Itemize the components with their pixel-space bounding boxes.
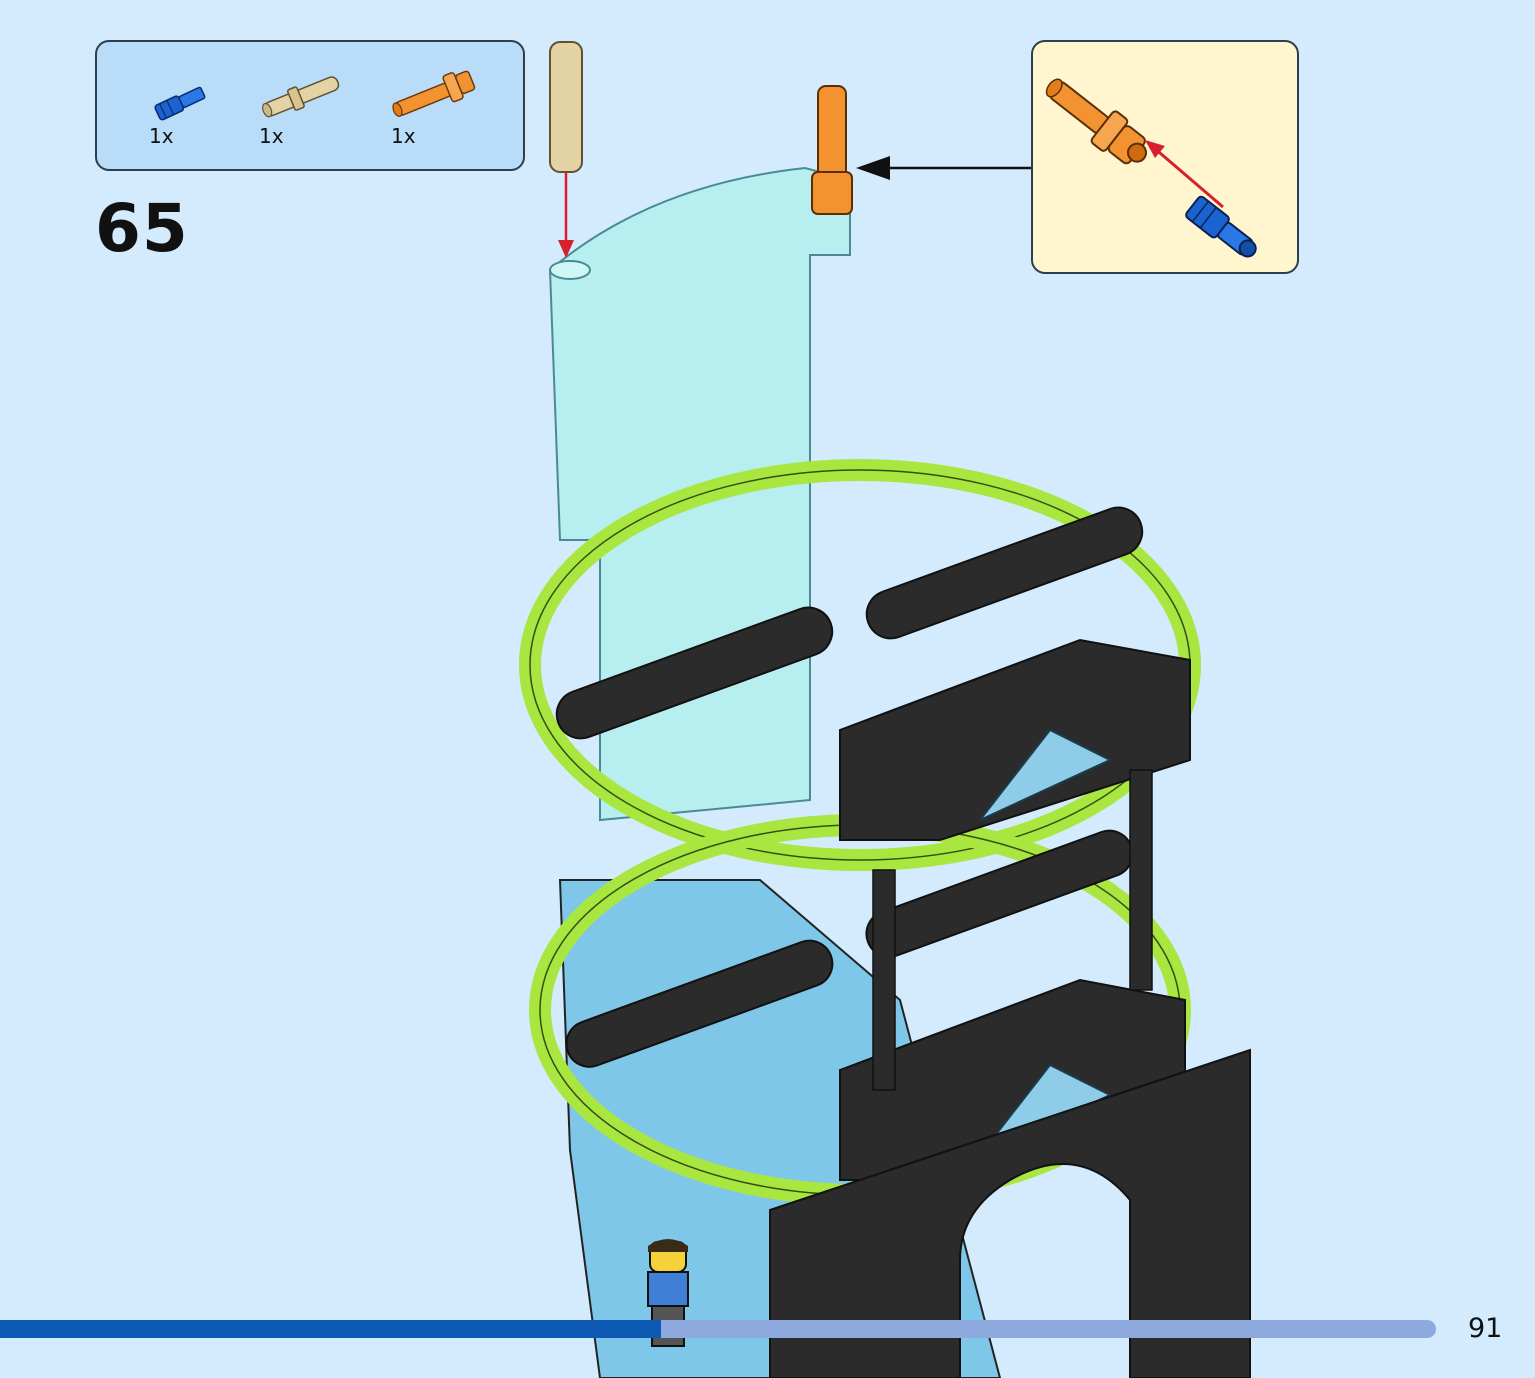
lower-blue-wedge	[979, 1063, 1113, 1156]
tan-pin-falling	[549, 41, 583, 173]
upper-black-beam-right	[865, 506, 1144, 640]
callout-pin-assembly-illustration	[1045, 78, 1257, 258]
orange-pin-with-bush-icon	[392, 70, 476, 117]
orange-pin-top	[817, 85, 847, 182]
page-progress-fill	[0, 1320, 661, 1338]
parts-list-box: 1x 1x 1x	[95, 40, 525, 171]
tan-long-pin-icon	[262, 76, 340, 118]
trans-blue-curved-panel	[548, 166, 851, 822]
panel-top-hole	[549, 260, 591, 280]
page-number: 91	[1468, 1313, 1503, 1344]
lower-black-beam-right	[865, 829, 1134, 958]
lower-black-brick	[839, 978, 1186, 1181]
part-qty-tan: 1x	[259, 124, 284, 148]
part-qty-blue: 1x	[149, 124, 174, 148]
part-qty-orange: 1x	[391, 124, 416, 148]
axle-right	[1129, 769, 1153, 991]
axle-left	[872, 869, 896, 1091]
upper-lime-ring	[519, 459, 1201, 871]
subassembly-callout	[1031, 40, 1299, 274]
lower-lime-ring	[529, 814, 1191, 1206]
tower-base-blue	[558, 879, 1002, 1378]
blue-axle-pin-icon	[154, 86, 206, 121]
lower-black-beam-left	[565, 939, 834, 1068]
upper-black-beam-left	[555, 606, 834, 740]
page-progress-bar	[0, 1320, 1436, 1338]
upper-blue-wedge	[979, 728, 1113, 821]
callout-pointer-arrowhead	[856, 156, 890, 180]
step-number: 65	[95, 190, 189, 267]
upper-black-brick	[839, 638, 1191, 841]
